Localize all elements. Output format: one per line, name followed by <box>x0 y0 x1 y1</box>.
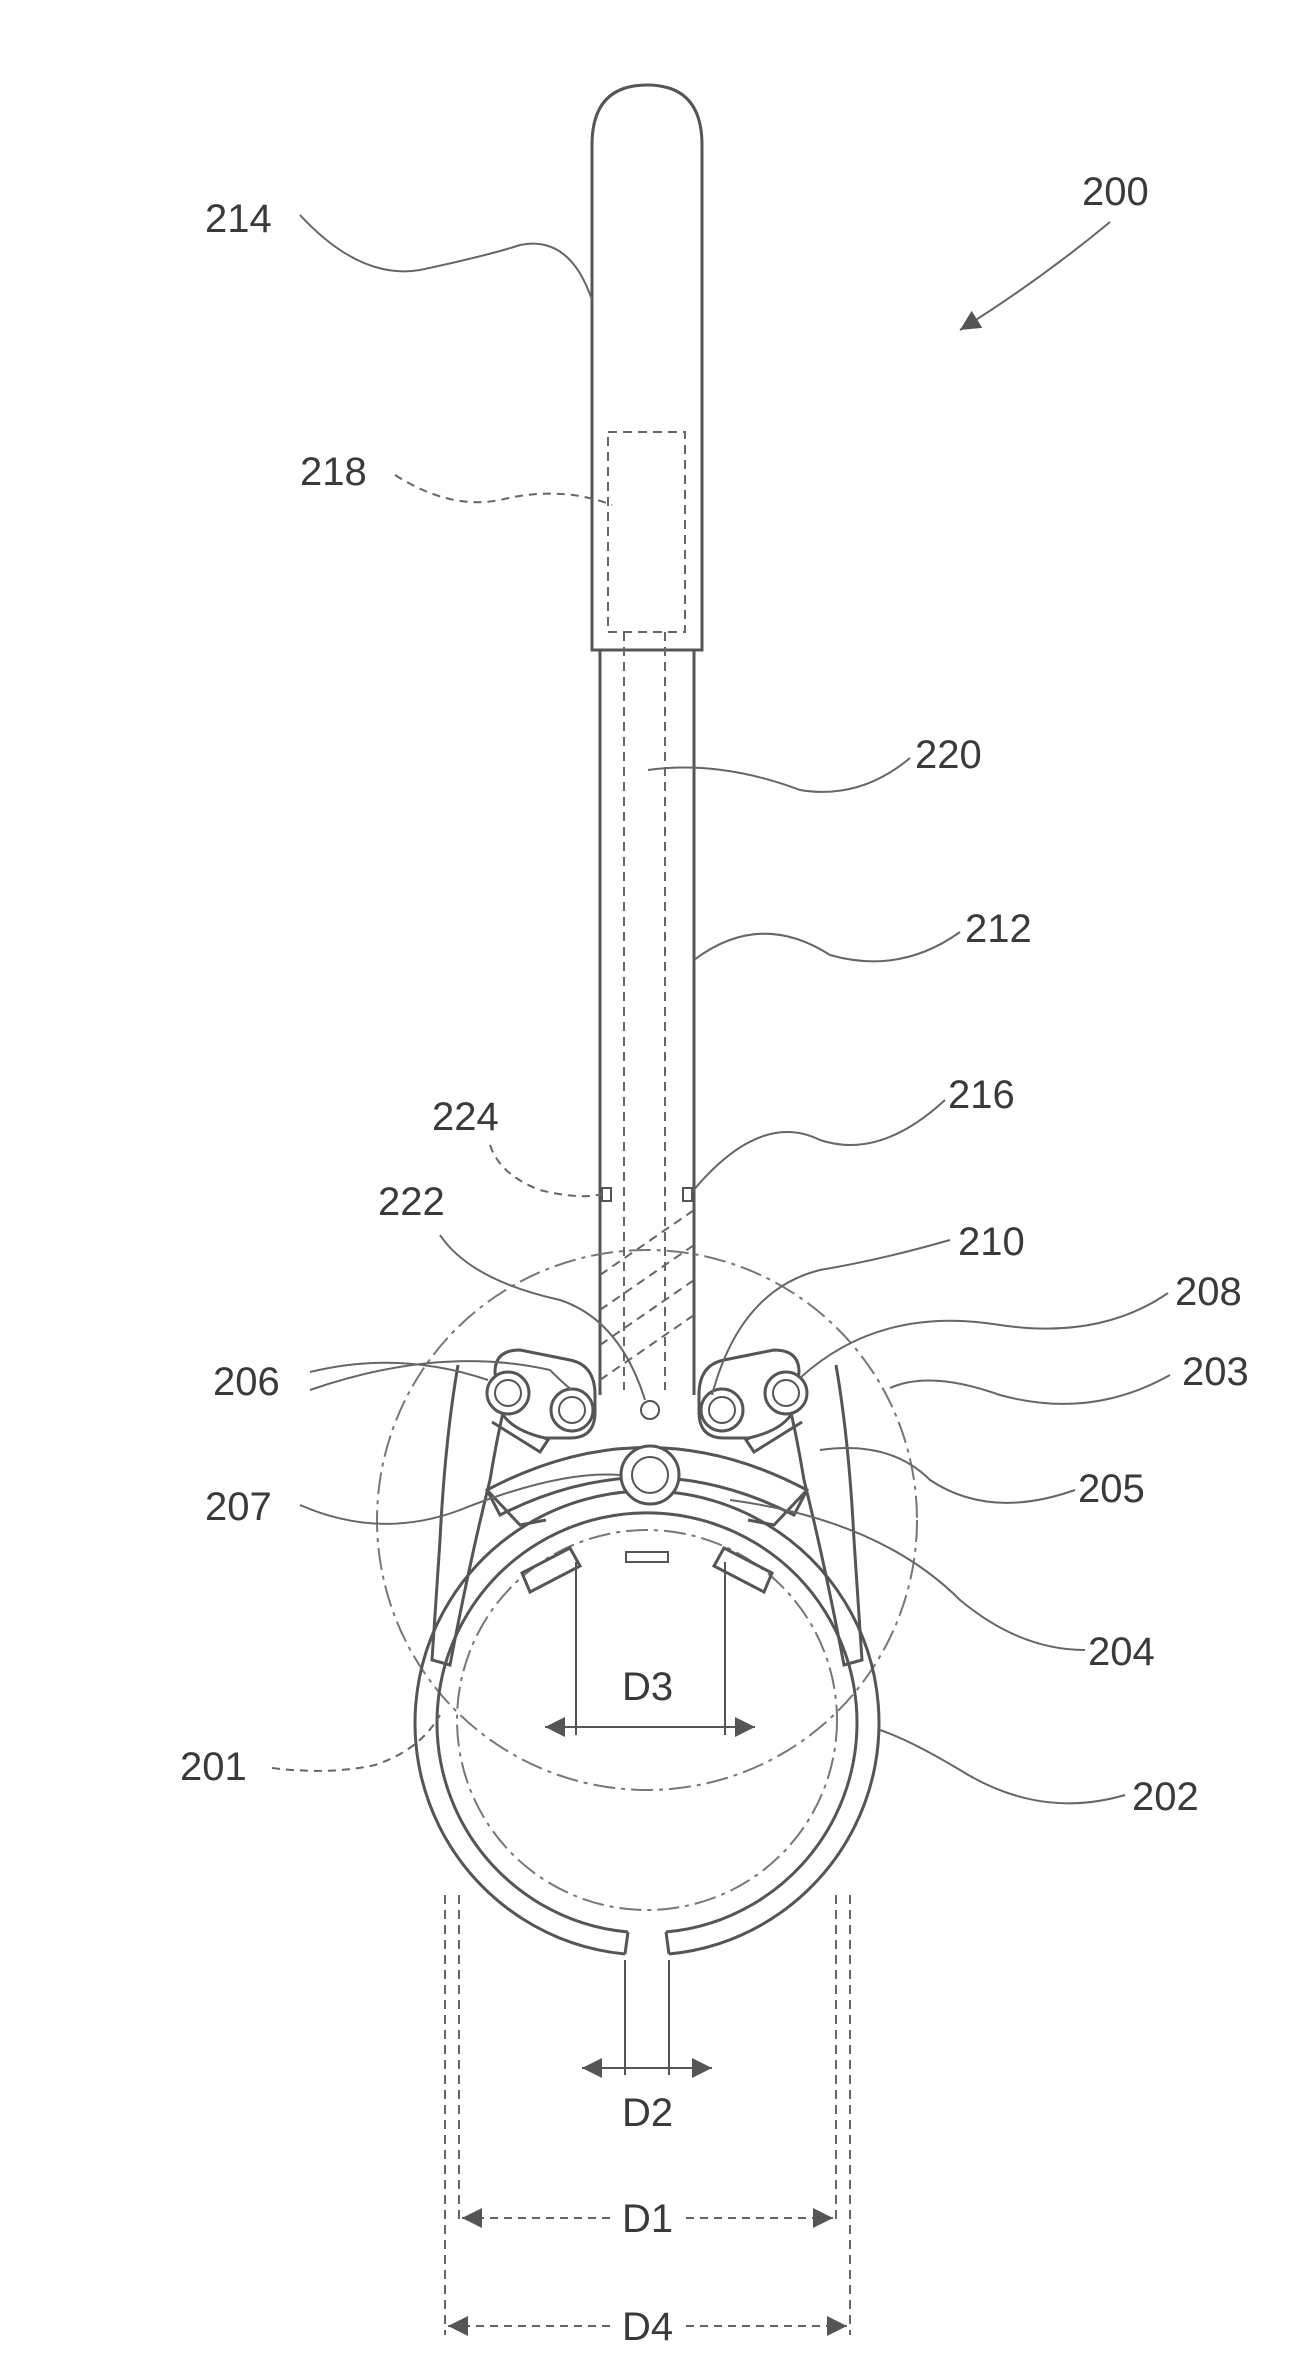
dimension-d3 <box>545 1562 755 1735</box>
ref-205: 205 <box>1078 1467 1145 1511</box>
inner-rod-220 <box>624 632 665 1390</box>
ref-220: 220 <box>915 733 982 777</box>
d4-label: D4 <box>622 2305 673 2349</box>
central-pin-207 <box>621 1446 679 1504</box>
leader-218 <box>395 475 612 505</box>
ref-222: 222 <box>378 1180 445 1224</box>
ref-200: 200 <box>1082 170 1149 214</box>
mark-216 <box>683 1188 692 1201</box>
ref-201: 201 <box>180 1745 247 1789</box>
ref-224: 224 <box>432 1095 499 1139</box>
internal-component-218 <box>608 432 685 632</box>
leader-205 <box>820 1448 1075 1503</box>
ref-210: 210 <box>958 1220 1025 1264</box>
leader-214 <box>300 215 592 300</box>
ref-212: 212 <box>965 907 1032 951</box>
leader-207 <box>300 1474 620 1523</box>
ref-202: 202 <box>1132 1775 1199 1819</box>
dimension-d2 <box>582 1960 712 2075</box>
leader-203 <box>890 1375 1170 1404</box>
ref-216: 216 <box>948 1073 1015 1117</box>
inner-band-201 <box>457 1530 837 1910</box>
ref-203: 203 <box>1182 1350 1249 1394</box>
outer-band-202 <box>415 1491 879 1954</box>
leader-220 <box>648 758 910 792</box>
ref-206: 206 <box>213 1360 280 1404</box>
leader-202 <box>880 1730 1125 1803</box>
mark-224 <box>602 1188 611 1201</box>
ref-208: 208 <box>1175 1270 1242 1314</box>
leader-216 <box>692 1100 945 1192</box>
clamp-pads <box>522 1548 772 1592</box>
ref-214: 214 <box>205 197 272 241</box>
ref-204: 204 <box>1088 1630 1155 1674</box>
leader-204 <box>730 1500 1085 1650</box>
ref-218: 218 <box>300 450 367 494</box>
ref-207: 207 <box>205 1485 272 1529</box>
dimension-d1 <box>459 1895 836 2225</box>
leader-224 <box>490 1145 602 1196</box>
d1-label: D1 <box>622 2197 673 2241</box>
pin-222 <box>641 1401 659 1419</box>
leader-212 <box>694 932 960 961</box>
d2-label: D2 <box>622 2091 673 2135</box>
leader-208 <box>800 1293 1168 1378</box>
leader-200 <box>960 222 1110 330</box>
leader-206-a <box>310 1363 488 1380</box>
shaft <box>600 650 694 1395</box>
shaft-dashed-diagonals <box>600 1210 694 1380</box>
d3-label: D3 <box>622 1665 673 1709</box>
